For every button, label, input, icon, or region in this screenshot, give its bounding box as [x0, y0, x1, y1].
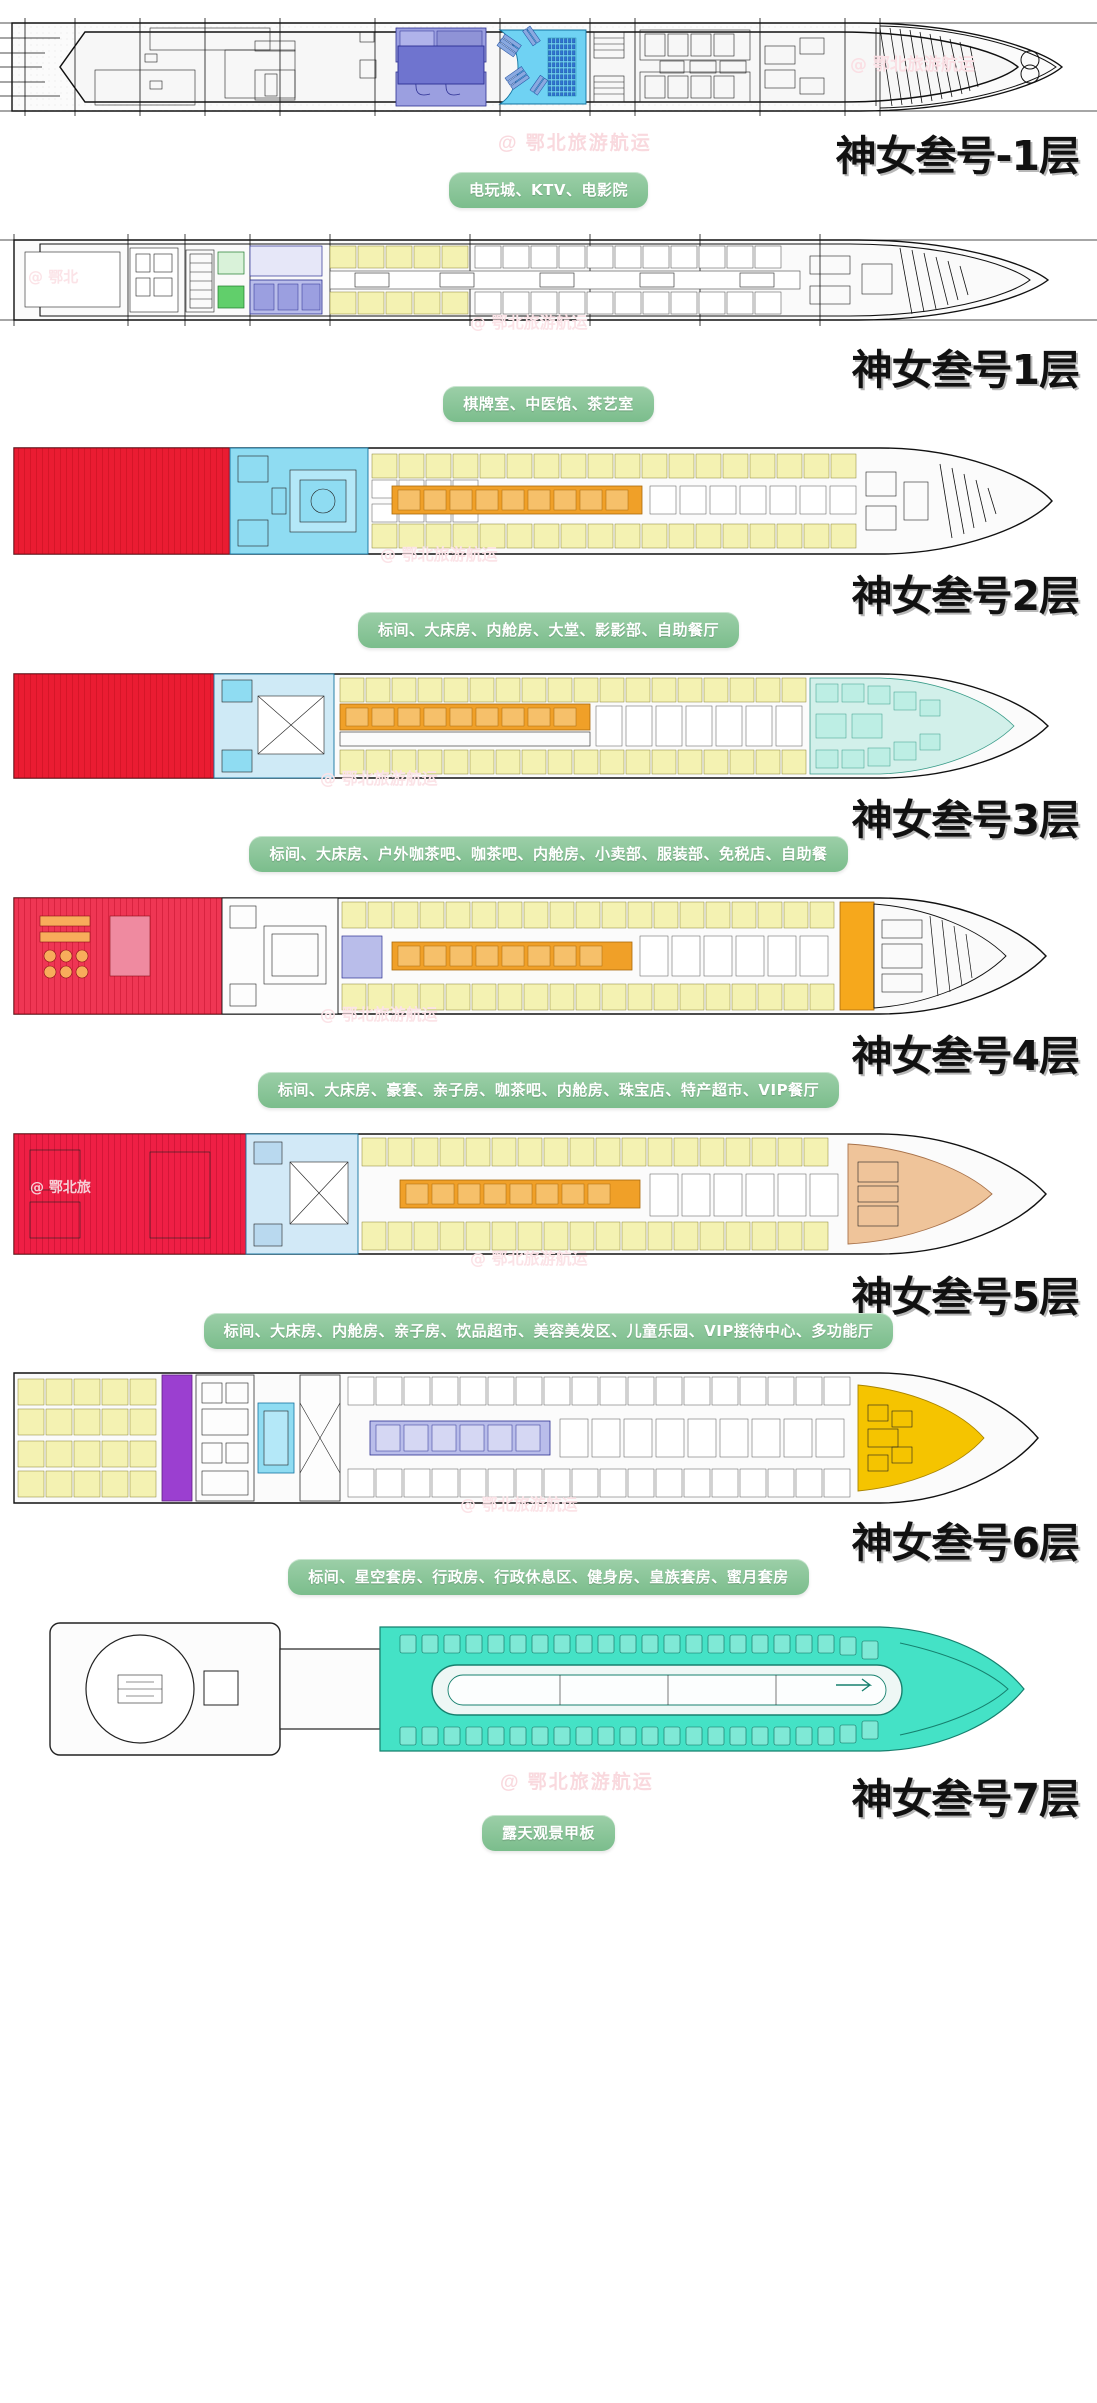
- deck-amenities-badge[interactable]: 棋牌室、中医馆、茶艺室: [443, 386, 654, 422]
- svg-text:@ 鄂北: @ 鄂北: [28, 268, 78, 286]
- deck-section-7: @ 鄂北旅游航运 神女叁号7层 露天观景甲板: [0, 1609, 1097, 1865]
- watermark-text: @ 鄂北旅游航运: [498, 133, 652, 154]
- deck-title-1: 神女叁号1层: [851, 346, 1080, 394]
- deck-plan-drawing: [0, 1609, 1097, 1769]
- deck-badge-row-3: 标间、大床房、户外咖茶吧、咖茶吧、内舱房、小卖部、服装部、免税店、自助餐: [0, 836, 1097, 872]
- deck-amenities-badge[interactable]: 标间、大床房、户外咖茶吧、咖茶吧、内舱房、小卖部、服装部、免税店、自助餐: [249, 836, 848, 872]
- watermark-text: @ 鄂北旅游航运: [500, 1772, 654, 1793]
- deck-plan-6: @ 鄂北旅游航运: [0, 1363, 1097, 1513]
- deck-badge-row-1: 棋牌室、中医馆、茶艺室: [0, 386, 1097, 422]
- deck-section-6: @ 鄂北旅游航运 神女叁号6层 标间、星空套房、行政房、行政休息区、健身房、皇族…: [0, 1363, 1097, 1609]
- deck-plan-drawing: @ 鄂北旅游航运: [0, 886, 1097, 1026]
- deck-amenities-badge[interactable]: 标间、大床房、豪套、亲子房、咖茶吧、内舱房、珠宝店、特产超市、VIP餐厅: [257, 1072, 840, 1108]
- deck-plan-drawing: @ 鄂北旅游航运: [0, 1363, 1097, 1513]
- deck-footer-1: 神女叁号1层 棋牌室、中医馆、茶艺室: [0, 340, 1097, 436]
- deck-title-3: 神女叁号3层: [851, 796, 1080, 844]
- deck-badge-row-2: 标间、大床房、内舱房、大堂、影影部、自助餐厅: [0, 612, 1097, 648]
- deck-badge-row-6: 标间、星空套房、行政房、行政休息区、健身房、皇族套房、蜜月套房: [0, 1559, 1097, 1595]
- deck-plan-drawing: @ 鄂北旅游航运: [0, 662, 1097, 790]
- deck-amenities-badge[interactable]: 标间、大床房、内舱房、亲子房、饮品超市、美容美发区、儿童乐园、VIP接待中心、多…: [203, 1313, 894, 1349]
- svg-text:@ 鄂北旅游航运: @ 鄂北旅游航运: [470, 313, 588, 332]
- deck-section-1: @ 鄂北 @ 鄂北旅游航运 神女叁号1层 棋牌室、中医馆、茶艺室: [0, 222, 1097, 436]
- deck-footer-7: @ 鄂北旅游航运 神女叁号7层 露天观景甲板: [0, 1769, 1097, 1865]
- deck-plan-4: @ 鄂北旅游航运: [0, 886, 1097, 1026]
- svg-text:@ 鄂北旅游航运: @ 鄂北旅游航运: [380, 545, 498, 564]
- deck-section-4: @ 鄂北旅游航运 神女叁号4层 标间、大床房、豪套、亲子房、咖茶吧、内舱房、珠宝…: [0, 886, 1097, 1122]
- svg-text:@ 鄂北旅游航运: @ 鄂北旅游航运: [320, 769, 438, 788]
- deck-plan-2: @ 鄂北旅游航运: [0, 436, 1097, 566]
- deck-plan-minus-1: @ 鄂北旅游航运: [0, 8, 1097, 126]
- deck-title-6: 神女叁号6层: [851, 1519, 1080, 1567]
- deck-amenities-badge[interactable]: 标间、大床房、内舱房、大堂、影影部、自助餐厅: [357, 612, 739, 648]
- deck-plan-drawing: @ 鄂北旅 @ 鄂北旅游航运: [0, 1122, 1097, 1267]
- deck-footer-3: 神女叁号3层 标间、大床房、户外咖茶吧、咖茶吧、内舱房、小卖部、服装部、免税店、…: [0, 790, 1097, 886]
- deck-plan-5: @ 鄂北旅 @ 鄂北旅游航运: [0, 1122, 1097, 1267]
- svg-text:@ 鄂北旅: @ 鄂北旅: [30, 1179, 91, 1196]
- deck-plan-drawing: @ 鄂北旅游航运: [0, 8, 1097, 126]
- deck-plan-drawing: @ 鄂北旅游航运: [0, 436, 1097, 566]
- deck-section-5: @ 鄂北旅 @ 鄂北旅游航运 神女叁号5层 标间、大床房、内舱房、亲子房、饮品超…: [0, 1122, 1097, 1363]
- svg-text:@ 鄂北旅游航运: @ 鄂北旅游航运: [470, 1249, 588, 1267]
- deck-title-2: 神女叁号2层: [851, 572, 1080, 620]
- svg-text:@ 鄂北旅游航运: @ 鄂北旅游航运: [320, 1005, 438, 1024]
- deck-section-3: @ 鄂北旅游航运 神女叁号3层 标间、大床房、户外咖茶吧、咖茶吧、内舱房、小卖部…: [0, 662, 1097, 886]
- deck-title-4: 神女叁号4层: [851, 1032, 1080, 1080]
- deck-plan-7: [0, 1609, 1097, 1769]
- deck-title-7: 神女叁号7层: [851, 1775, 1080, 1823]
- deck-title-minus-1: 神女叁号-1层: [835, 132, 1080, 180]
- deck-footer-4: 神女叁号4层 标间、大床房、豪套、亲子房、咖茶吧、内舱房、珠宝店、特产超市、VI…: [0, 1026, 1097, 1122]
- deck-title-5: 神女叁号5层: [851, 1273, 1080, 1321]
- deck-footer-2: 神女叁号2层 标间、大床房、内舱房、大堂、影影部、自助餐厅: [0, 566, 1097, 662]
- deck-badge-row-5: 标间、大床房、内舱房、亲子房、饮品超市、美容美发区、儿童乐园、VIP接待中心、多…: [0, 1313, 1097, 1349]
- svg-text:@ 鄂北旅游航运: @ 鄂北旅游航运: [460, 1495, 578, 1513]
- deck-footer-minus-1: @ 鄂北旅游航运 神女叁号-1层 电玩城、KTV、电影院: [0, 126, 1097, 222]
- deck-badge-row-7: 露天观景甲板: [0, 1815, 1097, 1851]
- deck-footer-5: 神女叁号5层 标间、大床房、内舱房、亲子房、饮品超市、美容美发区、儿童乐园、VI…: [0, 1267, 1097, 1363]
- deck-amenities-badge[interactable]: 露天观景甲板: [481, 1815, 615, 1851]
- deck-amenities-badge[interactable]: 标间、星空套房、行政房、行政休息区、健身房、皇族套房、蜜月套房: [288, 1559, 809, 1595]
- deck-plan-3: @ 鄂北旅游航运: [0, 662, 1097, 790]
- deck-section-minus-1: @ 鄂北旅游航运 @ 鄂北旅游航运 神女叁号-1层 电玩城、KTV、电影院: [0, 8, 1097, 222]
- deck-section-2: @ 鄂北旅游航运 神女叁号2层 标间、大床房、内舱房、大堂、影影部、自助餐厅: [0, 436, 1097, 662]
- deck-footer-6: 神女叁号6层 标间、星空套房、行政房、行政休息区、健身房、皇族套房、蜜月套房: [0, 1513, 1097, 1609]
- svg-text:@ 鄂北旅游航运: @ 鄂北旅游航运: [850, 54, 975, 75]
- deck-badge-row-minus-1: 电玩城、KTV、电影院: [0, 172, 1097, 208]
- deck-plan-1: @ 鄂北 @ 鄂北旅游航运: [0, 222, 1097, 340]
- deck-plan-drawing: @ 鄂北 @ 鄂北旅游航运: [0, 222, 1097, 340]
- deck-badge-row-4: 标间、大床房、豪套、亲子房、咖茶吧、内舱房、珠宝店、特产超市、VIP餐厅: [0, 1072, 1097, 1108]
- deck-amenities-badge[interactable]: 电玩城、KTV、电影院: [449, 172, 648, 208]
- deck-plan-page: @ 鄂北旅游航运 @ 鄂北旅游航运 神女叁号-1层 电玩城、KTV、电影院: [0, 8, 1097, 1865]
